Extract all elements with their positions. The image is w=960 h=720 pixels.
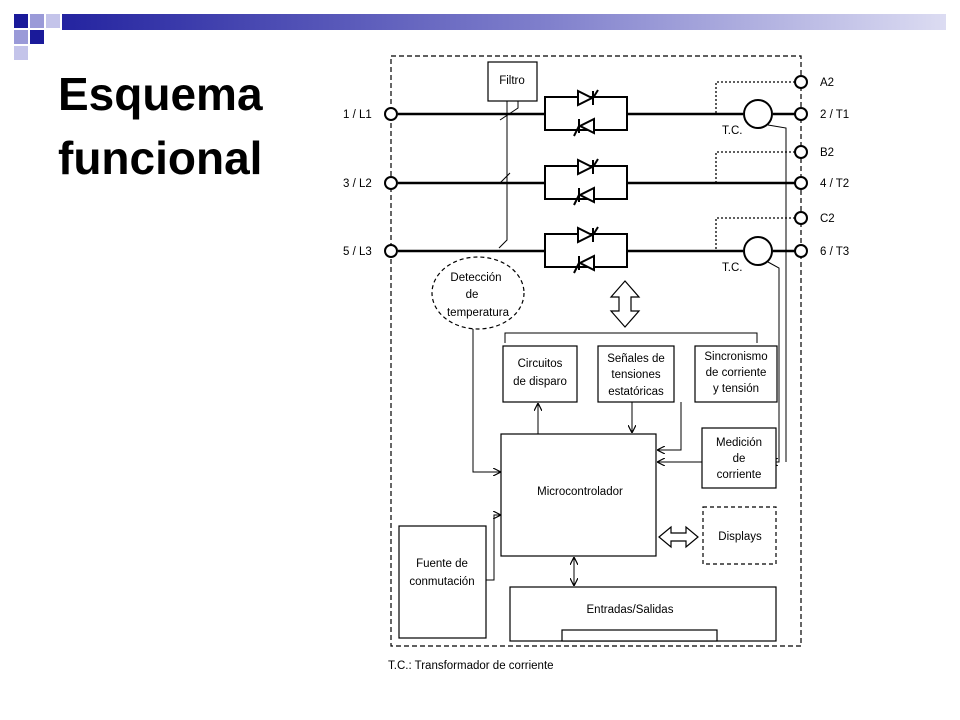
bypass-dotted-wires (715, 81, 795, 251)
thyristor-pair-2 (544, 158, 628, 206)
firing-circuits-line-1: Circuitos (518, 358, 563, 370)
power-supply-line-2: conmutación (409, 576, 474, 588)
terminal-label-c2: C2 (820, 213, 835, 225)
filter-box (487, 61, 538, 102)
terminal-label-t3: 6 / T3 (820, 246, 849, 258)
terminal-label-b2: B2 (820, 147, 834, 159)
static-signals-line-2: tensiones (611, 369, 660, 381)
corner-square-light-3 (14, 30, 28, 44)
synchronism-line-3: y tensión (713, 383, 759, 395)
static-signals-box (597, 345, 675, 403)
terminal-label-l3: 5 / L3 (343, 246, 372, 258)
current-transformer-1 (743, 99, 773, 129)
synchronism-line-1: Sincronismo (704, 351, 767, 363)
corner-square-dark-2 (30, 30, 44, 44)
ct-label-3: T.C. (722, 262, 742, 274)
terminal-label-a2: A2 (820, 77, 834, 89)
temperature-line-2: de (466, 289, 479, 301)
current-transformer-3 (743, 236, 773, 266)
io-connector-strip (561, 629, 718, 642)
thyristor-pair-3 (544, 226, 628, 274)
temperature-detection-ellipse (431, 256, 525, 330)
terminal-label-l1: 1 / L1 (343, 109, 372, 121)
microcontroller-label: Microcontrolador (537, 486, 623, 498)
current-measurement-line-1: Medición (716, 437, 762, 449)
corner-square-dark-1 (14, 14, 28, 28)
filter-wire-1 (498, 101, 508, 249)
ct-signal-wire-1 (767, 124, 787, 462)
slide-title: Esquema funcional (58, 62, 263, 190)
temperature-to-mcu-wire (472, 329, 500, 472)
corner-square-light-4 (14, 46, 28, 60)
static-signals-line-1: Señales de (607, 353, 665, 365)
synchronism-line-2: de corriente (706, 367, 767, 379)
filter-label: Filtro (499, 75, 525, 87)
filter-wire-2 (499, 101, 519, 121)
synchronism-box (694, 345, 778, 403)
terminal-label-l2: 3 / L2 (343, 178, 372, 190)
temperature-line-3: temperatura (447, 307, 510, 319)
bidirectional-hollow-arrow-horizontal (658, 525, 699, 549)
current-measurement-box (701, 427, 777, 489)
current-measurement-line-3: corriente (717, 469, 762, 481)
power-supply-to-mcu-wire (486, 515, 500, 581)
top-gradient-bar (62, 14, 946, 30)
signal-group-brace (504, 332, 758, 343)
title-line-1: Esquema (58, 68, 263, 120)
bidirectional-hollow-arrow-vertical (609, 280, 641, 328)
firing-circuits-line-2: de disparo (513, 376, 567, 388)
microcontroller-box (500, 433, 657, 557)
footnote-ct: T.C.: Transformador de corriente (388, 660, 554, 672)
power-supply-box (398, 525, 487, 639)
displays-box (702, 506, 777, 565)
displays-label: Displays (718, 531, 762, 543)
io-label: Entradas/Salidas (587, 604, 674, 616)
corner-square-light-1 (30, 14, 44, 28)
firing-circuits-box (502, 345, 578, 403)
filter-tick-2 (499, 172, 511, 184)
enclosure-border (390, 55, 802, 647)
temperature-line-1: Detección (450, 272, 501, 284)
terminal-label-t1: 2 / T1 (820, 109, 849, 121)
title-line-2: funcional (58, 132, 263, 184)
left-terminal-circles (384, 107, 398, 258)
thyristor-pair-1 (544, 89, 628, 137)
terminal-label-t2: 4 / T2 (820, 178, 849, 190)
corner-square-light-2 (46, 14, 60, 28)
static-signals-line-3: estatóricas (608, 386, 664, 398)
current-measurement-line-2: de (733, 453, 746, 465)
ct-label-1: T.C. (722, 125, 742, 137)
power-supply-line-1: Fuente de (416, 558, 468, 570)
sync-to-mcu-arrow (658, 402, 682, 450)
